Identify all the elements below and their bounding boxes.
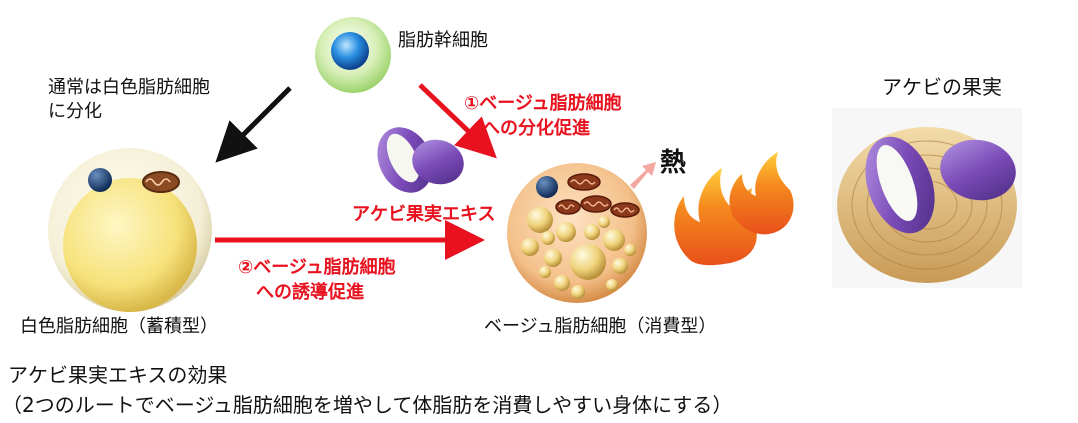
route1-label-2: への分化促進 <box>482 118 590 139</box>
white-cell-label: 白色脂肪細胞（蓄積型） <box>20 316 218 337</box>
caption-subtitle: （2つのルートでベージュ脂肪細胞を増やして体脂肪を消費しやすい身体にする） <box>2 393 733 417</box>
akebi-photo <box>832 108 1022 288</box>
white-fat-cell-icon <box>48 148 212 312</box>
normal-route-label-2: に分化 <box>48 101 102 122</box>
caption-title: アケビ果実エキスの効果 <box>8 363 228 387</box>
heat-label: 熱 <box>660 148 687 178</box>
heat-arrow <box>630 162 656 189</box>
beige-fat-cell-icon <box>507 163 647 303</box>
route1-arrow <box>418 83 497 159</box>
stem-cell-icon <box>315 17 391 93</box>
route2-label-2: への誘導促進 <box>256 282 364 303</box>
normal-route-arrow <box>215 86 292 163</box>
beige-cell-label: ベージュ脂肪細胞（消費型） <box>484 316 717 337</box>
akebi-fruit-icon <box>377 127 464 193</box>
route2-label: ②ベージュ脂肪細胞 <box>238 257 396 278</box>
normal-route-label: 通常は白色脂肪細胞 <box>48 77 210 98</box>
extract-label: アケビ果実エキス <box>352 204 496 225</box>
fruit-title: アケビの果実 <box>882 75 1002 99</box>
route1-label: ①ベージュ脂肪細胞 <box>464 93 622 114</box>
flame-icon <box>674 152 794 266</box>
stem-cell-label: 脂肪幹細胞 <box>398 30 488 51</box>
